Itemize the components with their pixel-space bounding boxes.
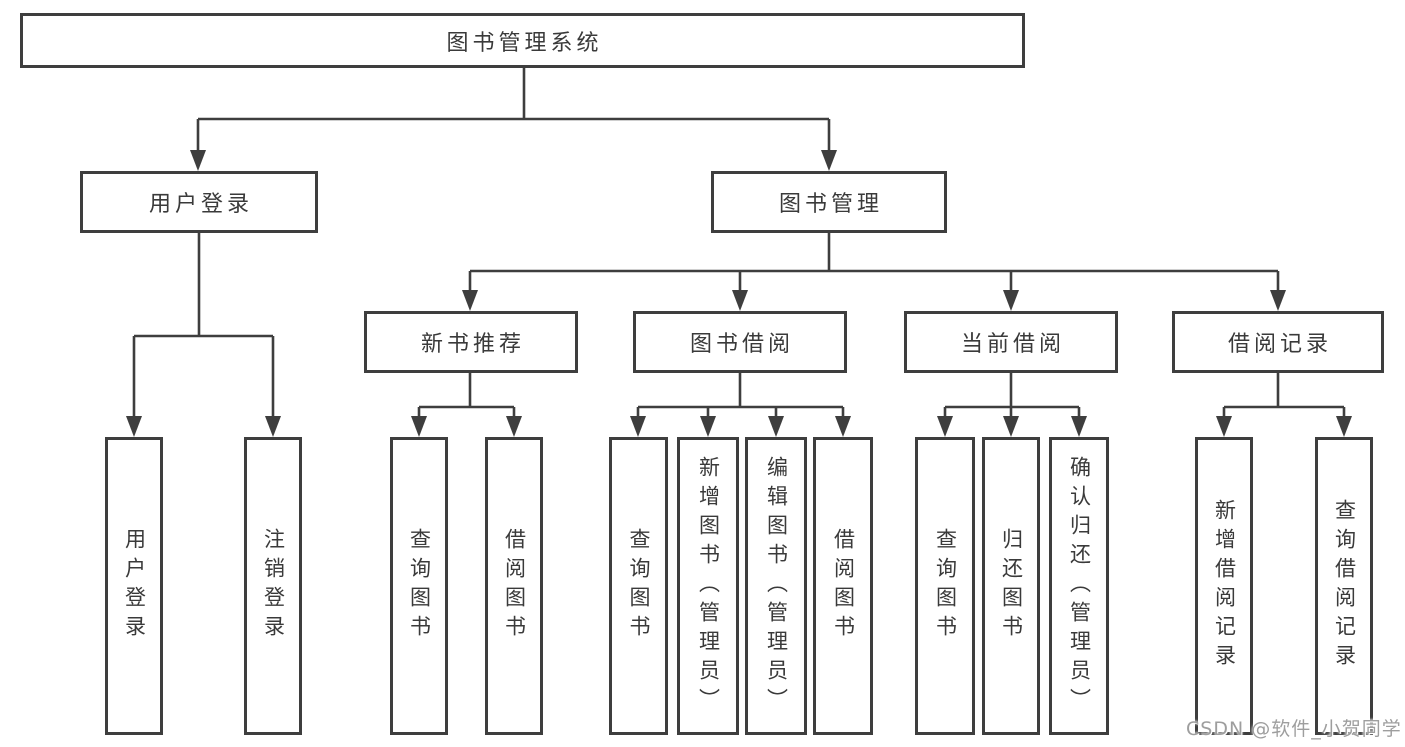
leaf-label: 查询借阅记录 bbox=[1332, 499, 1357, 673]
arrowhead bbox=[1003, 416, 1019, 437]
leaf-label: 注销登录 bbox=[261, 528, 286, 644]
node-borrow-records: 借阅记录 bbox=[1172, 311, 1384, 373]
leaf-label: 借阅图书 bbox=[831, 528, 856, 644]
arrowhead bbox=[126, 416, 142, 437]
leaf-query-books-borrow: 查询图书 bbox=[609, 437, 668, 735]
csdn-watermark: CSDN @软件_小贺同学 bbox=[1186, 718, 1402, 740]
arrowhead bbox=[1216, 416, 1232, 437]
leaf-query-books-recommend: 查询图书 bbox=[390, 437, 448, 735]
node-current-borrow: 当前借阅 bbox=[904, 311, 1118, 373]
node-book-borrow: 图书借阅 bbox=[633, 311, 847, 373]
node-new-book-recommend: 新书推荐 bbox=[364, 311, 578, 373]
arrowhead bbox=[700, 416, 716, 437]
leaf-label: 借阅图书 bbox=[502, 528, 527, 644]
leaf-label: 编辑图书（管理员） bbox=[764, 455, 789, 717]
arrowhead bbox=[190, 150, 206, 171]
leaf-edit-books-admin: 编辑图书（管理员） bbox=[745, 437, 807, 735]
connector-new-book-split bbox=[411, 373, 522, 437]
leaf-query-books-current: 查询图书 bbox=[915, 437, 975, 735]
connector-root-split bbox=[190, 68, 837, 171]
leaf-label: 新增借阅记录 bbox=[1212, 499, 1237, 673]
leaf-logout: 注销登录 bbox=[244, 437, 302, 735]
leaf-label: 用户登录 bbox=[122, 528, 147, 644]
arrowhead bbox=[630, 416, 646, 437]
leaf-label: 查询图书 bbox=[933, 528, 958, 644]
arrowhead bbox=[411, 416, 427, 437]
node-book-management: 图书管理 bbox=[711, 171, 947, 233]
leaf-borrow-books: 借阅图书 bbox=[813, 437, 873, 735]
leaf-user-login: 用户登录 bbox=[105, 437, 163, 735]
leaf-borrow-books-recommend: 借阅图书 bbox=[485, 437, 543, 735]
leaf-label: 归还图书 bbox=[999, 528, 1024, 644]
leaf-label: 新增图书（管理员） bbox=[696, 455, 721, 717]
leaf-label: 确认归还（管理员） bbox=[1067, 455, 1092, 717]
connector-user-login-split bbox=[126, 233, 281, 437]
node-root-library-system: 图书管理系统 bbox=[20, 13, 1025, 68]
arrowhead bbox=[265, 416, 281, 437]
leaf-add-books-admin: 新增图书（管理员） bbox=[677, 437, 739, 735]
arrowhead bbox=[1003, 290, 1019, 311]
arrowhead bbox=[821, 150, 837, 171]
arrowhead bbox=[835, 416, 851, 437]
arrowhead bbox=[732, 290, 748, 311]
connector-borrow-records-split bbox=[1216, 373, 1352, 437]
leaf-label: 查询图书 bbox=[407, 528, 432, 644]
node-user-login: 用户登录 bbox=[80, 171, 318, 233]
connector-book-borrow-split bbox=[630, 373, 851, 437]
leaf-return-books: 归还图书 bbox=[982, 437, 1040, 735]
arrowhead bbox=[937, 416, 953, 437]
connector-book-management-split bbox=[462, 233, 1286, 311]
leaf-query-borrow-record: 查询借阅记录 bbox=[1315, 437, 1373, 735]
arrowhead bbox=[768, 416, 784, 437]
arrowhead bbox=[1270, 290, 1286, 311]
leaf-label: 查询图书 bbox=[627, 528, 651, 644]
leaf-add-borrow-record: 新增借阅记录 bbox=[1195, 437, 1253, 735]
arrowhead bbox=[1071, 416, 1087, 437]
arrowhead bbox=[462, 290, 478, 311]
arrowhead bbox=[506, 416, 522, 437]
arrowhead bbox=[1336, 416, 1352, 437]
connector-current-borrow-split bbox=[937, 373, 1087, 437]
leaf-confirm-return-admin: 确认归还（管理员） bbox=[1049, 437, 1109, 735]
